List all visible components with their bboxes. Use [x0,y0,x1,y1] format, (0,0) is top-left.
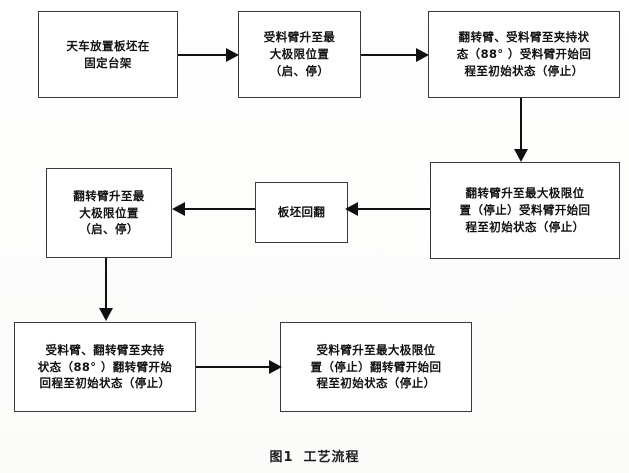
arrow-node7-to-node8-head [269,360,282,374]
arrow-node5-to-node6-line [183,208,255,211]
node-arms-clamp-88-receiving-return[interactable]: 翻转臂、受料臂至夹持状 态（88° ）受料臂开始回 程至初始状态（停止） [428,11,620,98]
node-slab-turn-back-label: 板坯回翻 [277,205,326,220]
arrow-node2-to-node3-line [361,54,418,57]
arrow-node2-to-node3-head [416,48,429,62]
node-crane-place-slab-label: 天车放置板坯在 固定台架 [66,38,150,70]
arrow-node5-to-node6-head [172,202,185,216]
figure-caption-title: 工艺流程 [303,450,360,465]
node-receiving-arm-rise-max[interactable]: 受料臂升至最 大极限位置 （启、停） [238,11,361,98]
arrow-node1-to-node2-line [178,54,228,57]
arrow-node7-to-node8-line [196,366,272,369]
node-slab-turn-back[interactable]: 板坯回翻 [255,182,348,243]
arrow-node4-to-node5-line [356,208,430,211]
node-arms-clamp-88-turnover-return[interactable]: 受料臂、翻转臂至夹持 状态（88° ）翻转臂开始 回程至初始状态（停止） [14,322,196,412]
arrow-node1-to-node2-head [226,48,239,62]
arrow-node4-to-node5-head [345,202,358,216]
node-turnover-arm-rise-max-receiving-return-label: 翻转臂升至最大极限位 置（停止）受料臂开始回 程至初始状态（停止） [459,186,591,234]
node-receiving-arm-rise-max-turnover-return-label: 受料臂升至最大极限位 置（停止）翻转臂开始回 程至初始状态（停止） [310,342,442,391]
figure-caption-number: 图1 [269,450,294,465]
node-turnover-arm-rise-max-label: 翻转臂升至最 大极限位置 （启、停） [73,188,145,237]
node-turnover-arm-rise-max-receiving-return[interactable]: 翻转臂升至最大极限位 置（停止）受料臂开始回 程至初始状态（停止） [430,162,620,259]
node-arms-clamp-88-receiving-return-label: 翻转臂、受料臂至夹持状 态（88° ）受料臂开始回 程至初始状态（停止） [456,30,592,78]
figure-caption: 图1 工艺流程 [0,446,629,465]
arrow-node3-to-node4-head [514,149,528,162]
node-arms-clamp-88-turnover-return-label: 受料臂、翻转臂至夹持 状态（88° ）翻转臂开始 回程至初始状态（停止） [37,342,173,391]
arrow-node3-to-node4-line [520,98,523,153]
node-receiving-arm-rise-max-turnover-return[interactable]: 受料臂升至最大极限位 置（停止）翻转臂开始回 程至初始状态（停止） [280,322,472,412]
arrow-node6-to-node7-line [105,258,108,310]
node-crane-place-slab[interactable]: 天车放置板坯在 固定台架 [38,11,178,98]
arrow-node6-to-node7-head [99,308,113,321]
node-receiving-arm-rise-max-label: 受料臂升至最 大极限位置 （启、停） [263,30,336,78]
node-turnover-arm-rise-max[interactable]: 翻转臂升至最 大极限位置 （启、停） [46,168,172,258]
